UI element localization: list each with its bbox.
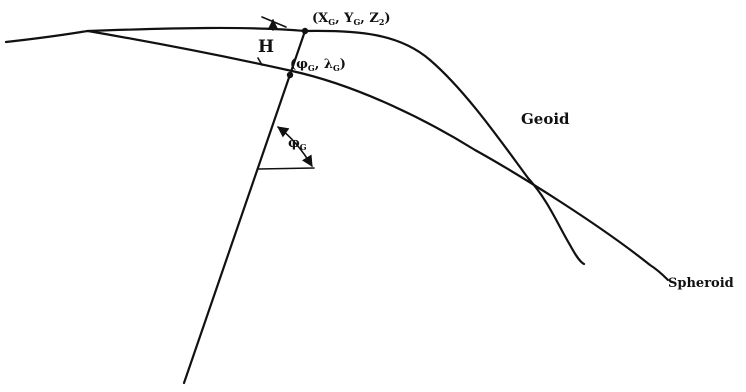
point-xyz-label: (XG, YG, Z2) [312,11,391,27]
latitude-angle-arc [277,126,313,167]
point-geodetic-label: (φG, λG) [290,57,346,73]
normal-line [182,29,307,385]
height-label: H [258,37,274,57]
spheroid-label: Spheroid [668,276,734,291]
height-leader [257,57,263,66]
latitude-label: φG [288,136,307,152]
geoid-point [301,27,309,35]
spheroid-curve [4,29,670,282]
horizontal-reference-line [257,167,315,170]
spheroid-point [286,71,294,79]
geoid-label: Geoid [521,110,570,128]
geoid-curve [86,26,586,266]
tangent-tick [261,16,287,28]
